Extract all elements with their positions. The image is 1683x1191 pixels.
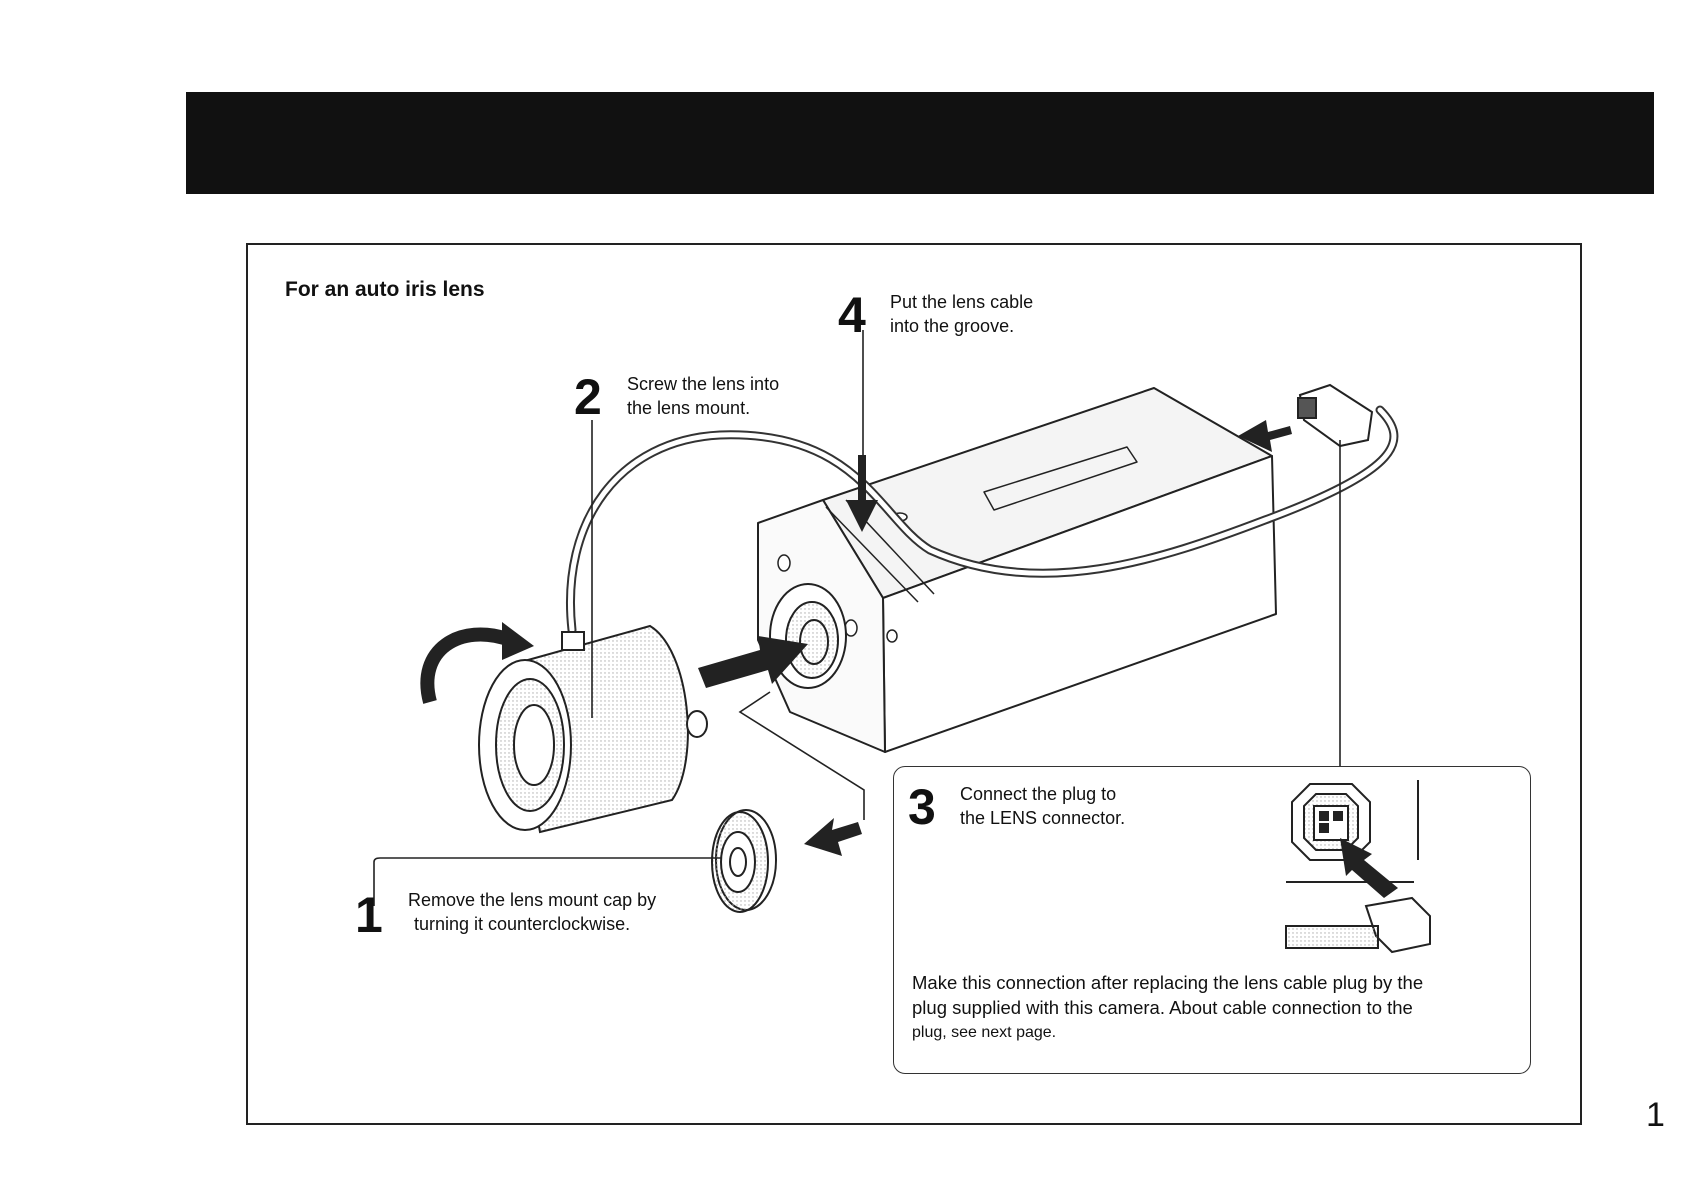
connector-plug bbox=[1297, 383, 1374, 448]
step-2-text: Screw the lens into the lens mount. bbox=[627, 372, 779, 420]
step-3-number: 3 bbox=[908, 779, 936, 835]
note-line-1: Make this connection after replacing the… bbox=[912, 972, 1424, 993]
movement-arrows bbox=[698, 420, 1292, 856]
step-1-line-2: turning it counterclockwise. bbox=[414, 914, 631, 934]
note-line-2: plug supplied with this camera. About ca… bbox=[912, 997, 1413, 1018]
step-3-text: Connect the plug to the LENS connector. bbox=[960, 782, 1125, 830]
step-3-line-1: Connect the plug to bbox=[960, 784, 1117, 804]
header-bar bbox=[186, 92, 1654, 194]
step-4-number: 4 bbox=[838, 287, 866, 343]
note-line-3: plug, see next page. bbox=[912, 1024, 1057, 1041]
lens-mount-cap bbox=[711, 809, 777, 913]
rotation-arrow bbox=[420, 627, 513, 704]
step-4-line-1: Put the lens cable bbox=[890, 292, 1034, 312]
step-1-number: 1 bbox=[355, 887, 383, 943]
step-4-line-2: into the groove. bbox=[890, 316, 1015, 336]
leader-lines bbox=[373, 330, 1341, 906]
step-2-number: 2 bbox=[574, 369, 602, 425]
page-number: 1 bbox=[1646, 1096, 1665, 1134]
step-3-line-2: the LENS connector. bbox=[960, 808, 1126, 828]
step-2-line-2: the lens mount. bbox=[627, 398, 751, 418]
section-title: For an auto iris lens bbox=[285, 278, 485, 301]
connection-note: Make this connection after replacing the… bbox=[912, 970, 1522, 1045]
figure-frame bbox=[246, 243, 1582, 1125]
lens bbox=[478, 624, 708, 834]
lens-connector-detail bbox=[1285, 780, 1431, 954]
step-2-line-1: Screw the lens into bbox=[627, 374, 780, 394]
step-1-text: Remove the lens mount cap by turning it … bbox=[408, 888, 656, 936]
step-1-line-1: Remove the lens mount cap by bbox=[408, 890, 657, 910]
step-4-text: Put the lens cable into the groove. bbox=[890, 290, 1033, 338]
